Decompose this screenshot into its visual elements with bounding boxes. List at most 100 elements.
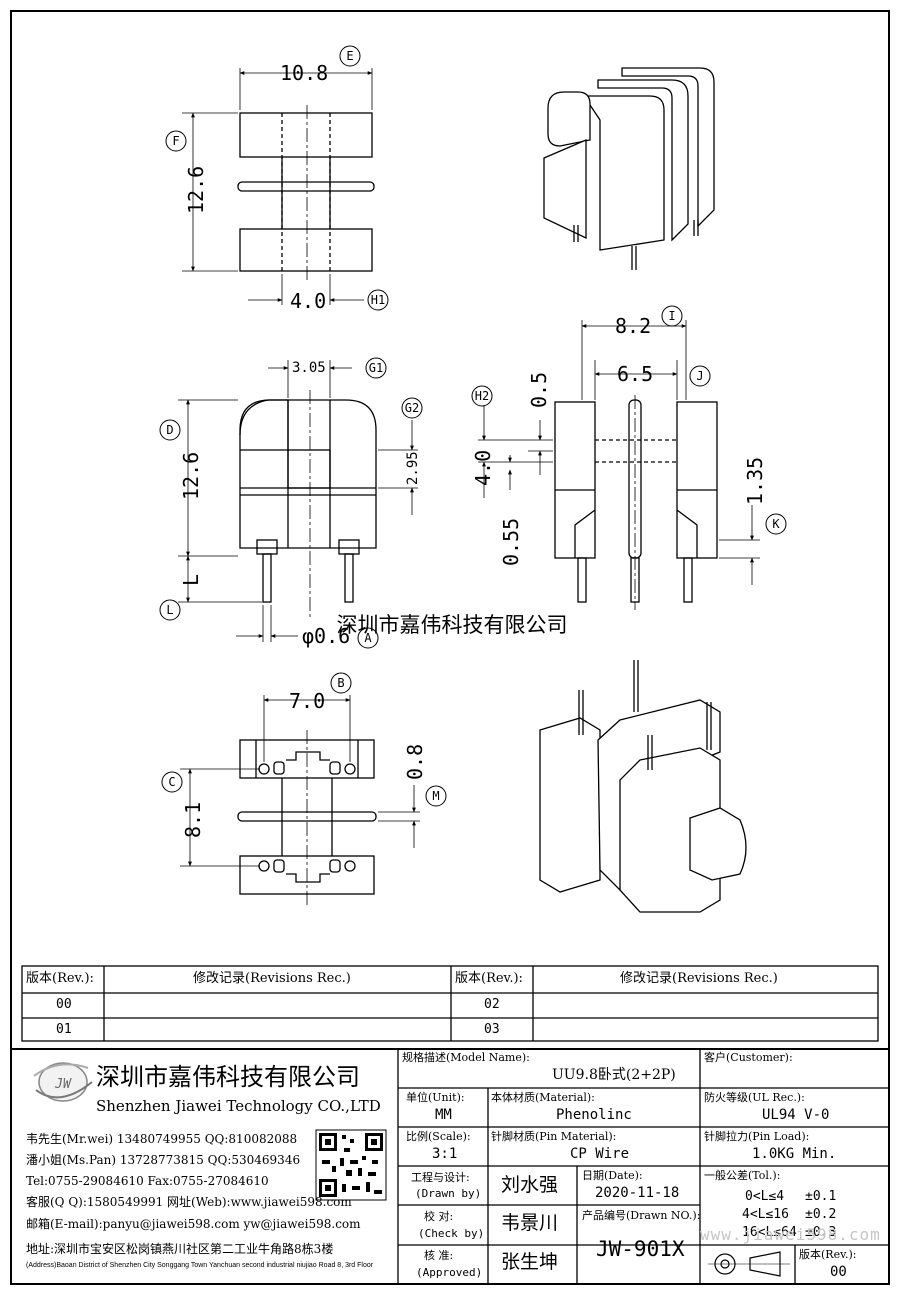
iso-view-bottom	[539, 660, 747, 913]
approved-sub: (Approved)	[416, 1266, 483, 1279]
side-gap-label: 0.5	[527, 372, 551, 408]
tol-range-0: 0<L≤4	[745, 1189, 785, 1204]
address-cn: 地址:深圳市宝安区松岗镇燕川社区第二工业牛角路8栋3楼	[26, 1242, 334, 1256]
contact-0: 韦先生(Mr.wei) 13480749955 QQ:810082088	[26, 1132, 298, 1146]
front-step-tag: G2	[405, 401, 419, 415]
contact-3: 客服(Q Q):1580549991 网址(Web):www.jiawei598…	[26, 1195, 352, 1209]
company-name-en: Shenzhen Jiawei Technology CO.,LTD	[96, 1097, 381, 1115]
side-flange-tag: H2	[475, 389, 489, 403]
front-pin-dia-tag: A	[364, 631, 372, 645]
table-lines	[11, 965, 889, 1284]
side-base-label: 1.35	[743, 457, 767, 505]
ul-value: UL94 V-0	[762, 1107, 830, 1123]
bottom-row-pitch-label: 8.1	[181, 802, 205, 838]
watermark: 深圳市嘉伟科技有限公司	[337, 613, 568, 637]
scale-value: 3:1	[432, 1146, 458, 1162]
company-name-cn: 深圳市嘉伟科技有限公司	[96, 1063, 360, 1091]
top-view-center-plate	[237, 181, 375, 192]
material-label: 本体材质(Material):	[491, 1091, 595, 1104]
approved-value: 张生坤	[501, 1251, 559, 1273]
front-view	[159, 357, 423, 649]
front-pin-len-tag: L	[166, 603, 173, 617]
rev-header-left: 版本(Rev.):	[26, 971, 94, 986]
tol-range-2: 16<L≤64	[742, 1225, 797, 1240]
pin-load-value: 1.0KG Min.	[752, 1146, 837, 1162]
top-view-lower-flange	[239, 228, 373, 272]
rev-row-1-right: 03	[484, 1022, 500, 1037]
url-watermark: www.jiawei598.com	[700, 1225, 881, 1244]
front-height-tag: D	[166, 423, 173, 437]
address-en: (Address)Baoan District of Shenzhen City…	[26, 1262, 374, 1269]
scale-label: 比例(Scale):	[406, 1130, 471, 1143]
unit-value: MM	[435, 1107, 452, 1123]
tol-label: 一般公差(Tol.):	[704, 1169, 781, 1182]
tol-range-1: 4<L≤16	[742, 1207, 789, 1222]
contact-1: 潘小姐(Ms.Pan) 13728773815 QQ:530469346	[26, 1153, 301, 1167]
drawn-sub: (Drawn by)	[415, 1187, 482, 1200]
top-width-tag: E	[346, 49, 353, 63]
drawn-no-value: JW-901X	[596, 1237, 685, 1261]
front-pin-dia-label: φ0.6	[302, 624, 350, 648]
top-slot-tag: H1	[371, 293, 385, 307]
top-width-label: 10.8	[280, 61, 328, 85]
rev-row-1-left: 01	[56, 1022, 72, 1037]
ul-label: 防火等级(UL Rec.):	[704, 1091, 805, 1104]
rev-header-right: 版本(Rev.):	[455, 971, 523, 986]
front-step-label: 2.95	[405, 451, 421, 485]
side-base-tag: K	[772, 517, 780, 531]
side-lower-label: 0.55	[499, 518, 523, 566]
front-view-body	[239, 399, 377, 549]
top-height-tag: F	[172, 134, 179, 148]
top-height-label: 12.6	[184, 166, 208, 214]
pin-material-label: 针脚材质(Pin Material):	[491, 1130, 617, 1143]
pin-load-label: 针脚拉力(Pin Load):	[704, 1130, 810, 1143]
drawn-no-label: 产品编号(Drawn NO.):	[582, 1209, 701, 1222]
tol-value-1: ±0.2	[805, 1207, 837, 1222]
model-value: UU9.8卧式(2+2P)	[552, 1067, 676, 1083]
approved-label: 核 准:	[424, 1249, 454, 1262]
top-view-upper-flange	[239, 112, 373, 158]
pin-material-value: CP Wire	[570, 1146, 630, 1162]
contact-4: 邮箱(E-mail):panyu@jiawei598.com yw@jiawei…	[26, 1217, 361, 1231]
date-value: 2020-11-18	[595, 1185, 680, 1201]
bottom-slot-tag: M	[432, 789, 439, 803]
rev-label: 版本(Rev.):	[799, 1248, 857, 1261]
bottom-pin-pitch-tag: B	[337, 676, 344, 690]
check-value: 韦景川	[501, 1212, 559, 1234]
front-pin-len-label: L	[179, 574, 203, 586]
iso-view-top	[543, 67, 715, 270]
page-border	[10, 10, 890, 1285]
side-flange-label: 4.0	[471, 450, 495, 486]
logo	[33, 1062, 93, 1102]
customer-label: 客户(Customer):	[704, 1051, 793, 1064]
drawn-label: 工程与设计:	[411, 1171, 470, 1184]
front-top-width-label: 3.05	[292, 360, 326, 376]
rec-header-left: 修改记录(Revisions Rec.)	[193, 971, 351, 986]
rev-row-0-left: 00	[56, 997, 72, 1012]
model-label: 规格描述(Model Name):	[402, 1051, 530, 1064]
tol-value-2: ±0.3	[805, 1225, 837, 1240]
rec-header-right: 修改记录(Revisions Rec.)	[620, 971, 778, 986]
side-outer-label: 8.2	[615, 314, 651, 338]
projection-symbol-icon	[708, 1251, 790, 1277]
rev-row-0-right: 02	[484, 997, 500, 1012]
bottom-view	[161, 672, 447, 905]
top-slot-label: 4.0	[290, 289, 326, 313]
logo-text: JW	[54, 1077, 72, 1092]
bottom-pin-pitch-label: 7.0	[289, 689, 325, 713]
side-view	[471, 305, 787, 610]
check-sub: (Check by)	[418, 1227, 485, 1240]
side-outer-tag: I	[668, 309, 675, 323]
qr-code-icon	[315, 1129, 387, 1201]
rev-value: 00	[830, 1264, 847, 1280]
front-top-width-tag: G1	[369, 361, 383, 375]
date-label: 日期(Date):	[582, 1169, 643, 1182]
front-height-label: 12.6	[179, 452, 203, 500]
drawn-value: 刘水强	[501, 1174, 559, 1196]
side-inner-tag: J	[696, 369, 703, 383]
tol-value-0: ±0.1	[805, 1189, 837, 1204]
side-inner-label: 6.5	[617, 362, 653, 386]
unit-label: 单位(Unit):	[406, 1091, 465, 1104]
check-label: 校 对:	[424, 1210, 454, 1223]
